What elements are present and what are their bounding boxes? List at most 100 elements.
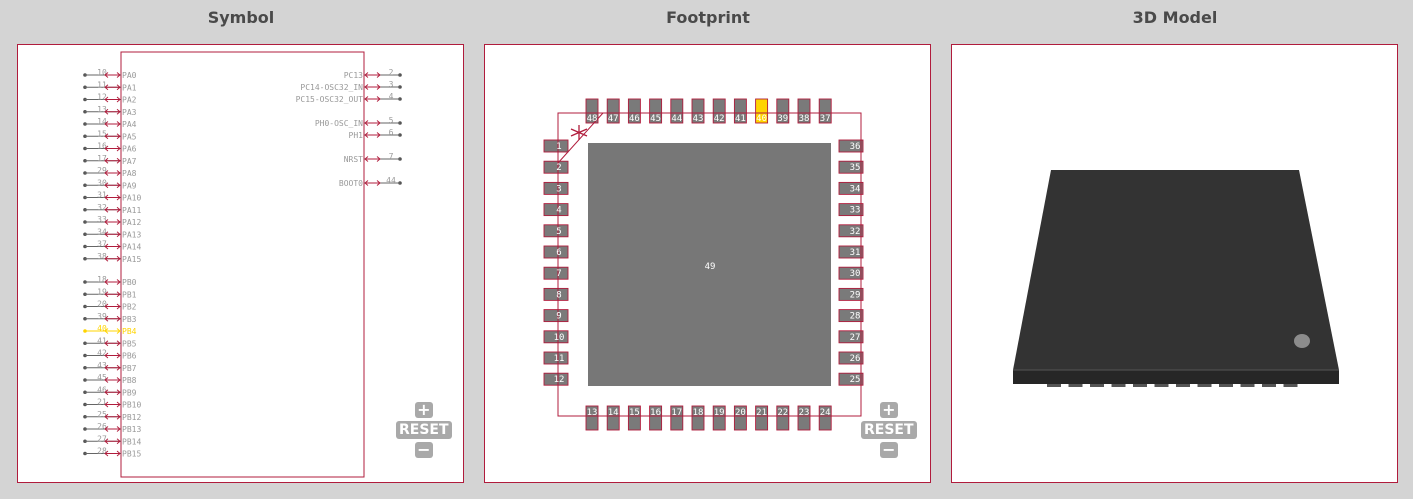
zoom-out-button[interactable]: − <box>879 442 898 458</box>
zoom-out-button[interactable]: − <box>414 442 433 458</box>
pad-11[interactable] <box>544 352 568 364</box>
pad-31[interactable] <box>839 246 863 258</box>
pad-33[interactable] <box>839 203 863 216</box>
pad-17[interactable] <box>670 406 683 430</box>
pad-20[interactable] <box>734 406 747 430</box>
pad-46[interactable] <box>628 99 641 123</box>
pad-4[interactable] <box>544 203 568 216</box>
pad-14[interactable] <box>607 406 620 430</box>
pad-32[interactable] <box>839 224 863 237</box>
pad-21[interactable] <box>755 406 768 430</box>
pad-1[interactable] <box>544 140 568 152</box>
pad-3[interactable] <box>544 182 568 195</box>
pad-24[interactable] <box>819 406 832 430</box>
model3d-panel[interactable] <box>951 44 1398 483</box>
zoom-in-button[interactable]: + <box>879 402 898 418</box>
pad-37[interactable] <box>819 99 832 123</box>
pad-19[interactable] <box>713 406 726 430</box>
pad-18[interactable] <box>692 406 704 430</box>
pad-5[interactable] <box>544 224 568 237</box>
pad-35[interactable] <box>839 161 863 174</box>
pad-44[interactable] <box>670 99 683 123</box>
reset-button[interactable]: RESET <box>861 421 917 439</box>
pad-22[interactable] <box>776 406 789 430</box>
pad-2[interactable] <box>544 161 568 174</box>
pad-29[interactable] <box>839 288 863 301</box>
pad-12[interactable] <box>544 373 568 386</box>
pad-16[interactable] <box>649 406 662 430</box>
pad-26[interactable] <box>839 352 863 364</box>
pad-34[interactable] <box>839 182 863 195</box>
pad-9[interactable] <box>544 309 568 322</box>
pad-25[interactable] <box>839 373 863 386</box>
pad-13[interactable] <box>586 406 598 430</box>
pad-38[interactable] <box>798 99 810 123</box>
pad-7[interactable] <box>544 267 568 280</box>
pad-48[interactable] <box>586 99 598 123</box>
pin-number: 12 <box>97 93 107 102</box>
reset-button[interactable]: RESET <box>396 421 452 439</box>
model3d-canvas[interactable] <box>952 45 1398 483</box>
pad-15[interactable] <box>628 406 641 430</box>
pad-36[interactable] <box>839 140 863 152</box>
zoom-in-button[interactable]: + <box>414 402 433 418</box>
pad-outline <box>712 405 726 431</box>
pad-30[interactable] <box>839 267 863 280</box>
pad-43[interactable] <box>692 99 704 123</box>
pad-42[interactable] <box>713 99 726 123</box>
pad-41[interactable] <box>734 99 747 123</box>
pad-8[interactable] <box>544 288 568 301</box>
pad-47[interactable] <box>607 99 620 123</box>
pad-27[interactable] <box>839 330 863 343</box>
pad-28[interactable] <box>839 309 863 322</box>
pad-10[interactable] <box>544 330 568 343</box>
pad-23[interactable] <box>798 406 810 430</box>
pad-45[interactable] <box>649 99 662 123</box>
pad-40[interactable] <box>755 99 768 123</box>
pad-39[interactable] <box>776 99 789 123</box>
pad-6[interactable] <box>544 246 568 258</box>
